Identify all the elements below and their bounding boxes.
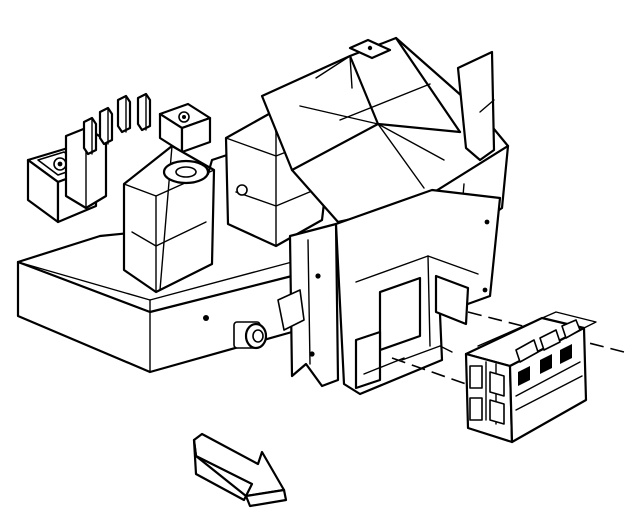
electronic-control-module [464,311,597,444]
center-mounting-pad [158,102,212,154]
alignment-lines [391,311,625,385]
mounting-stud [233,321,268,350]
rivet-hole-icon [203,315,209,321]
support-plate [277,222,340,388]
center-tower [122,144,254,294]
locating-posts [64,92,152,210]
module-pocket [334,188,502,396]
forward-arrow-icon [192,432,288,508]
instrument-panel-bracket [16,36,510,396]
